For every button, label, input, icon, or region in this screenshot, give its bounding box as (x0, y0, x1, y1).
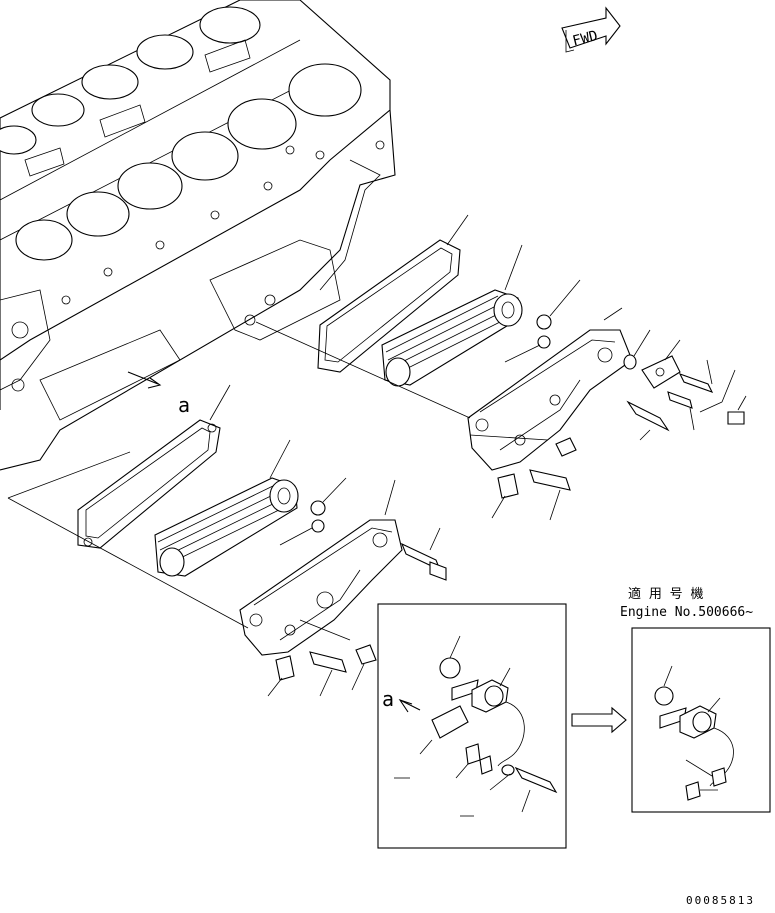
detail-box-a: a (377, 603, 567, 849)
oil-cooler-core-lower (154, 477, 299, 577)
bolt-lower-a (275, 655, 295, 681)
oil-cooler-cover-lower (239, 519, 403, 656)
oil-cooler-core-upper (381, 289, 523, 387)
o-ring-right (623, 354, 637, 370)
o-ring-new (654, 686, 674, 706)
bolt-detail (514, 766, 558, 794)
bolt-right-1 (678, 359, 714, 393)
gasket-upper (317, 239, 461, 373)
nut-lower (355, 644, 377, 665)
detail-transition-arrow-icon (571, 706, 627, 734)
bolt-long-lower (400, 542, 447, 581)
sensor-wire (497, 701, 525, 767)
bolt-right-2 (667, 391, 693, 409)
gasket-lower (77, 419, 221, 549)
cylinder-bore-row-upper (15, 63, 362, 261)
cylinder-bore-row-lower (0, 6, 261, 155)
oil-temperature-sensor (471, 679, 509, 713)
fwd-arrow-icon: FWD (561, 6, 621, 53)
detail-box-new-serial (631, 627, 771, 813)
drawing-number: 00085813 (686, 894, 755, 907)
o-ring-upper-2 (537, 335, 551, 349)
sensor-clamp-new (711, 767, 727, 787)
oil-temperature-sensor-new (679, 705, 717, 739)
bolt-lower-b (309, 651, 347, 673)
flange-plate (641, 355, 681, 389)
sensor-bracket (465, 743, 481, 765)
bolt-upper-a (497, 473, 519, 499)
detail-arrow-main (127, 371, 159, 385)
connector-new (685, 781, 701, 801)
bolt-upper-b (529, 469, 571, 491)
block-bolt-holes (61, 140, 385, 305)
sensor-sleeve (431, 705, 469, 739)
o-ring-upper-1 (536, 314, 552, 330)
bolt-right-3 (727, 411, 745, 425)
o-ring-detail (439, 657, 461, 679)
cylinder-block (0, 0, 396, 471)
applicable-serial-engine-no: Engine No.500666~ (620, 605, 753, 620)
nut-upper (555, 437, 577, 457)
bolt-long-upper (626, 400, 670, 441)
o-ring-lower-2 (311, 519, 325, 533)
oil-cooler-cover-upper (467, 329, 633, 471)
fwd-arrow-label: FWD (571, 28, 599, 50)
o-ring-lower-1 (310, 500, 326, 516)
detail-label-main: a (178, 393, 190, 417)
applicable-serial-japanese: 適 用 号 機 (628, 586, 703, 602)
detail-label-box: a (382, 687, 394, 711)
washer-detail (501, 764, 515, 776)
